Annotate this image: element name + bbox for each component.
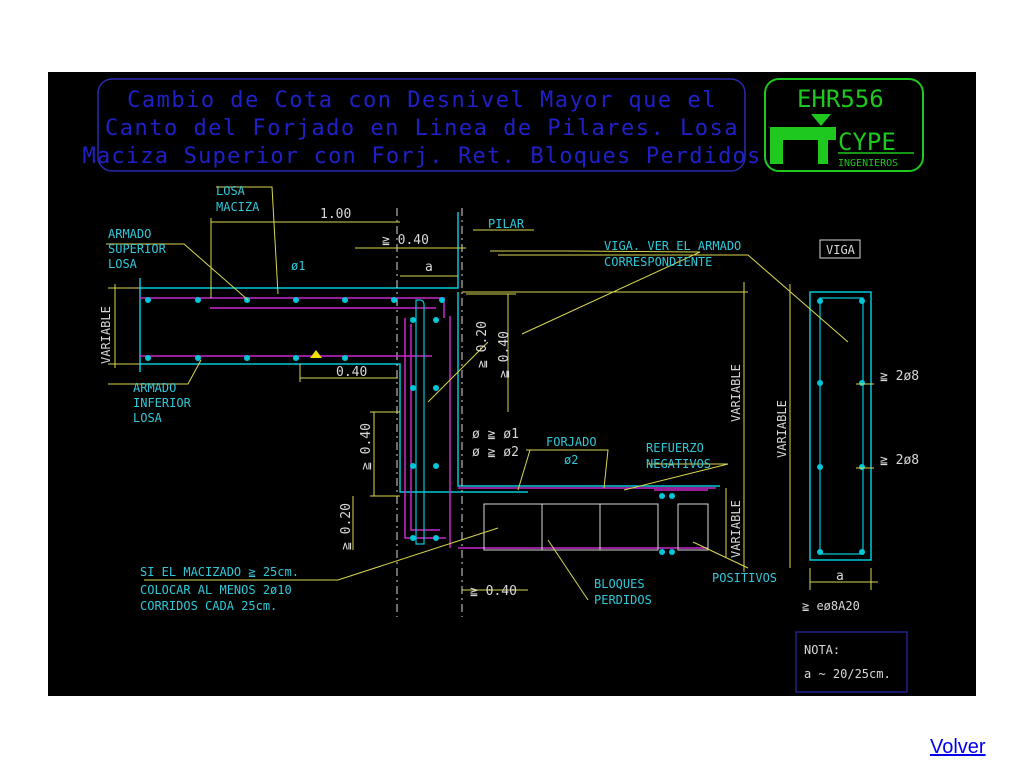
label-phi2: ø2 xyxy=(564,453,578,467)
title-frame xyxy=(97,78,746,172)
label-variable-mid: VARIABLE xyxy=(729,364,743,422)
cad-drawing: Cambio de Cota con Desnivel Mayor que el… xyxy=(48,72,976,696)
label-refuerzo-1: REFUERZO xyxy=(646,441,704,455)
label-losa: LOSA xyxy=(216,184,246,198)
label-estribo: ≧ eø8A20 xyxy=(802,599,860,613)
label-armado-inf-3: LOSA xyxy=(133,411,163,425)
title-line-1: Cambio de Cota con Desnivel Mayor que el xyxy=(127,88,717,113)
label-si-macizado-3: CORRIDOS CADA 25cm. xyxy=(140,599,277,613)
label-refuerzo-2: NEGATIVOS xyxy=(646,457,711,471)
title-line-3: Maciza Superior con Forj. Ret. Bloques P… xyxy=(83,144,762,169)
level-marker-icon xyxy=(310,350,322,358)
cype-logo: EHR556 CYPE INGENIEROS xyxy=(764,78,924,172)
label-si-macizado-2: COLOCAR AL MENOS 2ø10 xyxy=(140,583,292,597)
nota-box xyxy=(795,631,908,693)
dim-ge020-left: ≧ 0.20 xyxy=(339,503,354,550)
label-pilar: PILAR xyxy=(488,217,525,231)
label-maciza: MACIZA xyxy=(216,200,260,214)
label-ge2phi8-a: ≧ 2ø8 xyxy=(880,369,919,384)
concrete-outline xyxy=(139,212,872,561)
dim-ge020-right: ≧ 0.20 xyxy=(475,321,490,368)
dim-ge040-bottom: ≧ 0.40 xyxy=(470,584,517,599)
logo-sub: INGENIEROS xyxy=(838,158,898,169)
label-positivos: POSITIVOS xyxy=(712,571,777,585)
label-forjado: FORJADO xyxy=(546,435,597,449)
label-armado-inf-2: INFERIOR xyxy=(133,396,192,410)
volver-link[interactable]: Volver xyxy=(930,736,986,758)
label-variable-small: VARIABLE xyxy=(729,500,743,558)
bloques-cells xyxy=(483,503,709,551)
label-armado-sup-1: ARMADO xyxy=(108,227,151,241)
label-phi-ge1: ø ≧ ø1 xyxy=(472,427,519,442)
dim-a-viga: a xyxy=(836,569,844,584)
label-phi-ge2: ø ≧ ø2 xyxy=(472,445,519,460)
dim-a-top: a xyxy=(425,260,433,275)
label-ge2phi8-b: ≧ 2ø8 xyxy=(880,453,919,468)
label-viga-ver-1: VIGA. VER EL ARMADO xyxy=(604,239,741,253)
label-phi1: ø1 xyxy=(291,259,305,273)
dim-ge040-right: ≧ 0.40 xyxy=(497,331,512,378)
label-bloques-2: PERDIDOS xyxy=(594,593,652,607)
label-viga-box: VIGA xyxy=(826,243,856,257)
label-variable-left: VARIABLE xyxy=(99,306,113,364)
label-armado-inf-1: ARMADO xyxy=(133,381,176,395)
nota-title: NOTA: xyxy=(804,643,840,657)
rebar-dots xyxy=(145,297,865,555)
dimension-lines xyxy=(106,186,878,601)
dim-040-mid: 0.40 xyxy=(336,365,367,380)
logo-brand: CYPE xyxy=(838,128,896,156)
label-variable-viga: VARIABLE xyxy=(775,400,789,458)
label-armado-sup-3: LOSA xyxy=(108,257,138,271)
rebars xyxy=(140,297,716,549)
dim-ge040-left: ≧ 0.40 xyxy=(359,423,374,470)
label-viga-ver-2: CORRESPONDIENTE xyxy=(604,255,712,269)
label-bloques-1: BLOQUES xyxy=(594,577,645,591)
label-si-macizado-1: SI EL MACIZADO ≧ 25cm. xyxy=(140,565,299,579)
title-line-2: Canto del Forjado en Linea de Pilares. L… xyxy=(105,116,739,141)
dim-1-00: 1.00 xyxy=(320,207,351,222)
nota-text: a ~ 20/25cm. xyxy=(804,667,891,681)
viga-box xyxy=(819,239,861,259)
dim-ge040-top: ≧ 0.40 xyxy=(382,233,429,248)
logo-code: EHR556 xyxy=(797,85,884,113)
label-armado-sup-2: SUPERIOR xyxy=(108,242,167,256)
